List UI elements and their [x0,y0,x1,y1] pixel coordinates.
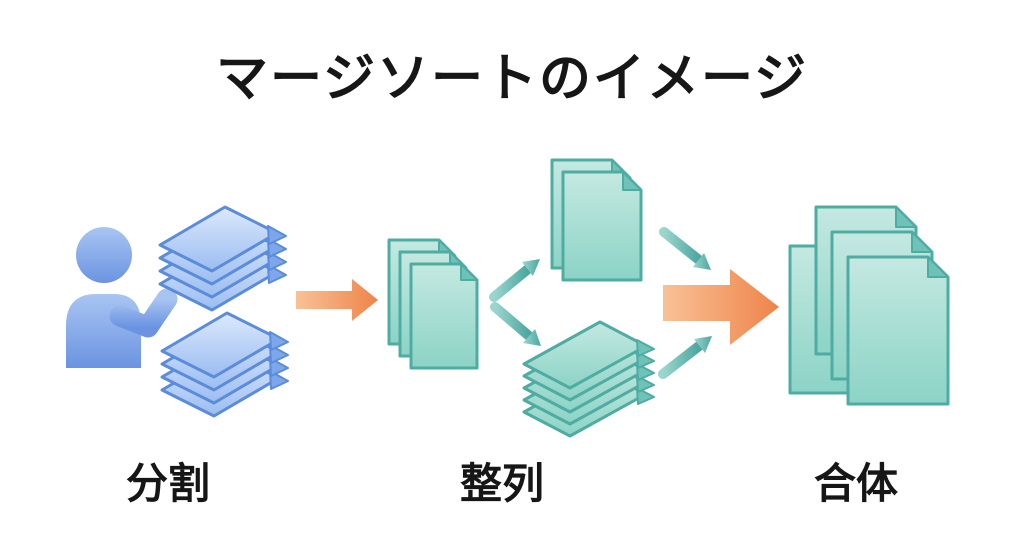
blue-fold-corner [267,238,287,258]
converge-arrow-bottom [658,336,712,379]
teal-fold-corner [636,351,655,369]
arrow-shaft [658,341,704,379]
diverge-arrow-down [490,302,541,346]
stage-label-split: 分割 [125,460,211,507]
diverge-arrow-up [489,259,540,302]
teal-fold-corner [636,375,655,393]
blue-fold-corner [269,370,289,390]
unsorted-stack-bottom [160,311,289,418]
converge-arrow-top [659,227,711,270]
teal-doc [409,262,479,370]
divided-docs-stack [387,238,479,370]
merged-docs-stack [788,205,950,406]
arrow-head [694,336,712,353]
arrow-head [523,329,541,346]
teal-fold-corner [636,387,655,405]
merge-arrow [663,269,779,345]
arrow-shaft [489,264,533,302]
arrow-shaft [659,227,704,265]
teal-doc [561,170,643,282]
person-head [76,227,132,283]
blue-fold-corner [267,251,287,271]
unsorted-stack-top [158,205,287,312]
teal-fold-corner [895,206,917,228]
split-arrow [296,279,378,321]
blue-fold-corner [269,357,289,377]
teal-doc [846,255,950,406]
stage-label-merge: 合体 [813,460,899,507]
blue-fold-corner [267,264,287,284]
blue-fold-corner [269,331,289,351]
person-icon [66,227,178,368]
arrow-head [693,253,711,270]
sorted-docs-stack [550,158,643,282]
diagram-title: マージソートのイメージ [216,50,808,108]
teal-fold-corner [911,231,933,253]
arrow-head [522,259,540,276]
sorted-sheets-stack [522,320,655,438]
teal-fold-corner [636,363,655,381]
person-arm [109,288,178,338]
teal-fold-corner [927,256,949,278]
stage-label-sort: 整列 [459,460,545,507]
teal-fold-corner [636,339,655,357]
teal-fold-corner [622,171,642,191]
blue-fold-corner [269,344,289,364]
teal-fold-corner [460,263,478,281]
arrow-shaft [490,302,534,341]
blue-fold-corner [267,225,287,245]
